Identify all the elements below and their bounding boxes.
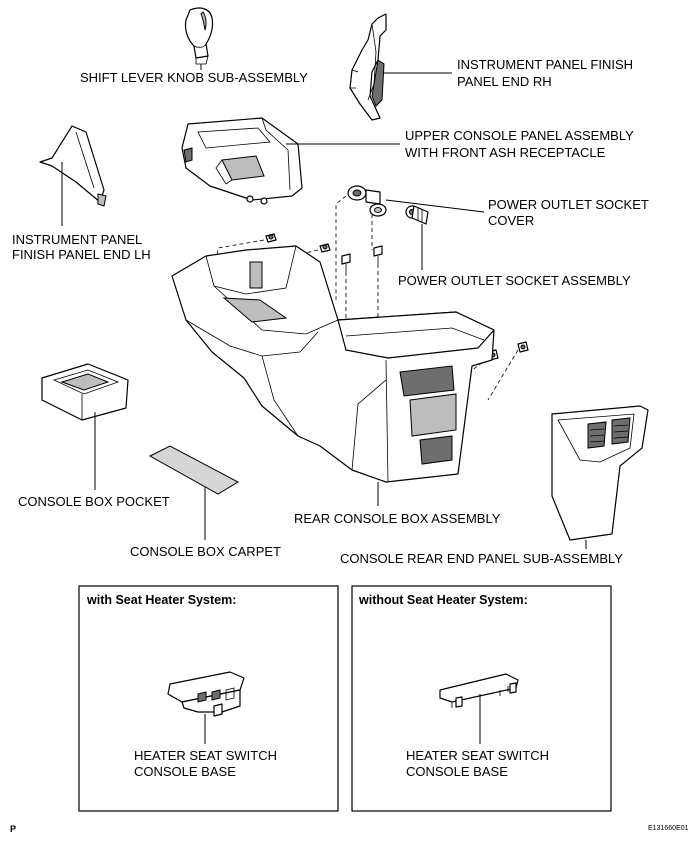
panel-end-lh-label-line1: INSTRUMENT PANEL (12, 232, 142, 247)
rear-console-box-label: REAR CONSOLE BOX ASSEMBLY (294, 511, 501, 526)
power-outlet-socket-cover-part (347, 185, 387, 217)
with-seat-heater-box: with Seat Heater System: HEATER SEAT SWI… (78, 585, 339, 812)
without-heater-label-line1: HEATER SEAT SWITCH (406, 748, 549, 763)
with-heater-label-line1: HEATER SEAT SWITCH (134, 748, 277, 763)
socket-cover-leader (385, 199, 485, 213)
rear-console-box-part (171, 245, 495, 483)
socket-cover-label-line1: POWER OUTLET SOCKET (488, 197, 649, 212)
page-mark: P (10, 824, 16, 834)
rear-end-panel-label: CONSOLE REAR END PANEL SUB-ASSEMBLY (340, 551, 623, 566)
socket-cover-label-line2: COVER (488, 213, 534, 228)
with-seat-heater-title: with Seat Heater System: (86, 593, 236, 607)
heater-seat-switch-base-with-part (167, 671, 245, 717)
shift-lever-knob-label: SHIFT LEVER KNOB SUB-ASSEMBLY (80, 70, 308, 85)
power-outlet-socket-assembly-part (405, 205, 429, 225)
heater-seat-switch-base-without-part (439, 673, 519, 708)
without-seat-heater-box: without Seat Heater System: HEATER SEAT … (351, 585, 612, 812)
panel-end-rh-label-line1: INSTRUMENT PANEL FINISH (457, 57, 633, 72)
console-box-pocket-label: CONSOLE BOX POCKET (18, 494, 170, 509)
console-box-carpet-label: CONSOLE BOX CARPET (130, 544, 281, 559)
panel-end-lh-part (39, 125, 107, 207)
figure-code: E131660E01 (648, 825, 689, 832)
upper-console-label-line1: UPPER CONSOLE PANEL ASSEMBLY (405, 128, 634, 143)
console-box-carpet-part (148, 445, 240, 495)
with-heater-label-line2: CONSOLE BASE (134, 764, 236, 779)
panel-end-rh-label-line2: PANEL END RH (457, 74, 552, 89)
without-heater-label-line2: CONSOLE BASE (406, 764, 508, 779)
console-box-pocket-part (41, 363, 129, 421)
upper-console-panel-part (181, 117, 303, 205)
console-rear-end-panel-part (551, 405, 649, 541)
upper-console-label-line2: WITH FRONT ASH RECEPTACLE (405, 145, 606, 160)
shift-lever-knob-part (184, 7, 214, 65)
without-seat-heater-title: without Seat Heater System: (358, 593, 528, 607)
panel-end-lh-label-line2: FINISH PANEL END LH (12, 247, 151, 262)
socket-assembly-label: POWER OUTLET SOCKET ASSEMBLY (398, 273, 631, 288)
panel-end-rh-part (349, 13, 387, 121)
